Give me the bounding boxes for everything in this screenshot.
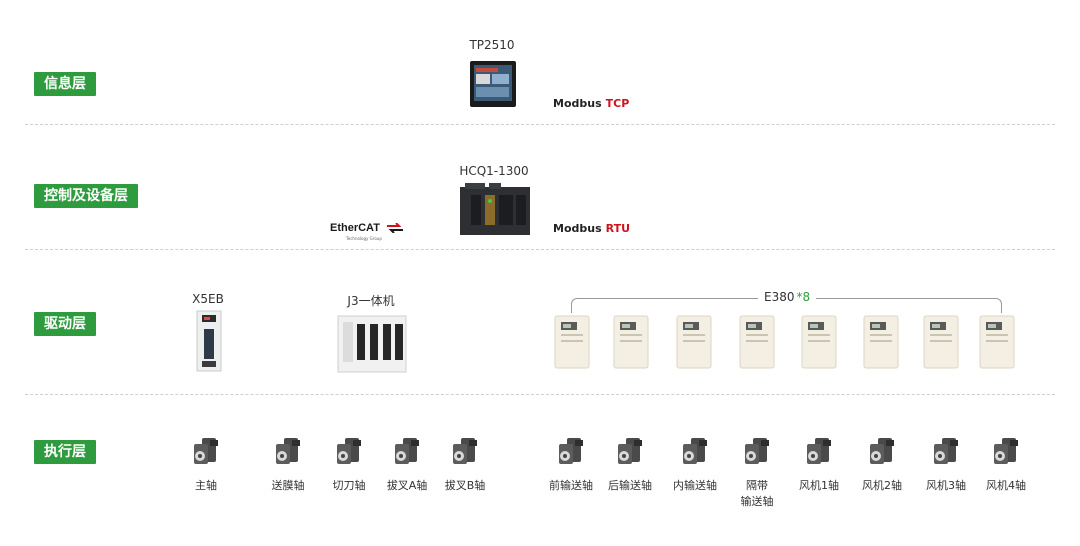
motor-label: 后输送轴 [608, 479, 652, 492]
motor-label: 送膜轴 [271, 479, 305, 492]
motor-label: 拔叉B轴 [444, 479, 486, 492]
x5eb-label: X5EB [192, 292, 224, 306]
e380-drive [922, 314, 960, 370]
divider-1 [25, 124, 1055, 125]
motor-label: 风机4轴 [986, 479, 1026, 492]
ethercat-sub: Technology Group [346, 236, 382, 241]
servo-motor-icon [447, 434, 483, 470]
protocol-info-suffix: TCP [605, 97, 630, 110]
hmi-image [469, 59, 517, 109]
e380-title: E380*8 [758, 290, 817, 304]
layer-tag-info: 信息层 [34, 72, 96, 96]
e380-count: *8 [796, 290, 811, 304]
motor-label: 拔叉A轴 [386, 479, 428, 492]
e380-label: E380 [764, 290, 795, 304]
layer-tag-control: 控制及设备层 [34, 184, 138, 208]
hmi-label: TP2510 [469, 38, 515, 52]
servo-motor-icon [801, 434, 837, 470]
motor-label: 主轴 [195, 479, 217, 492]
plc-image [459, 181, 531, 237]
ethercat-logo: EtherCAT Technology Group [330, 222, 405, 246]
motor-label: 切刀轴 [332, 479, 366, 492]
e380-drive [800, 314, 838, 370]
e380-drive [675, 314, 713, 370]
servo-motor-icon [331, 434, 367, 470]
servo-motor-icon [677, 434, 713, 470]
e380-drive [612, 314, 650, 370]
motor-label: 隔带 输送轴 [740, 479, 774, 508]
servo-motor-icon [864, 434, 900, 470]
servo-motor-icon [612, 434, 648, 470]
j3-image [337, 314, 407, 374]
divider-2 [25, 249, 1055, 250]
e380-drive [978, 314, 1016, 370]
servo-motor-icon [988, 434, 1024, 470]
layer-tag-drive: 驱动层 [34, 312, 96, 336]
motor-label: 风机1轴 [799, 479, 839, 492]
motor-label: 风机3轴 [926, 479, 966, 492]
protocol-info-name: Modbus [553, 97, 602, 110]
motor-label: 内输送轴 [673, 479, 717, 492]
servo-motor-icon [270, 434, 306, 470]
e380-drive [862, 314, 900, 370]
ethercat-brand: EtherCAT [330, 222, 380, 234]
protocol-control-name: Modbus [553, 222, 602, 235]
divider-3 [25, 394, 1055, 395]
motor-label: 前输送轴 [549, 479, 593, 492]
servo-motor-icon [553, 434, 589, 470]
servo-motor-icon [928, 434, 964, 470]
layer-tag-exec: 执行层 [34, 440, 96, 464]
x5eb-image [194, 309, 224, 373]
motor-label: 风机2轴 [862, 479, 902, 492]
plc-label: HCQ1-1300 [459, 164, 529, 178]
e380-drive [738, 314, 776, 370]
j3-label: J3一体机 [347, 294, 395, 308]
servo-motor-icon [188, 434, 224, 470]
servo-motor-icon [739, 434, 775, 470]
protocol-control-suffix: RTU [605, 222, 631, 235]
e380-drive [553, 314, 591, 370]
servo-motor-icon [389, 434, 425, 470]
